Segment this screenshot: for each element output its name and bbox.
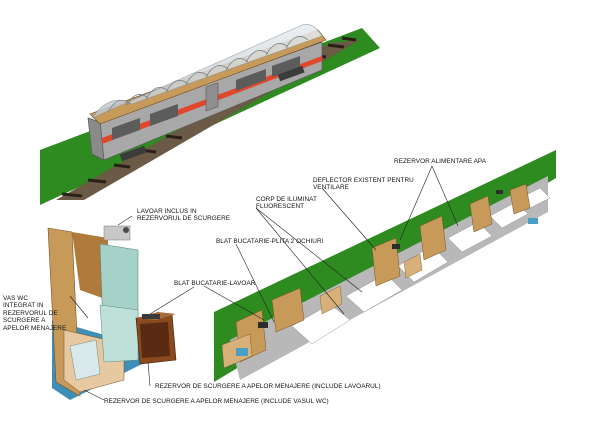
wheel-bogies bbox=[119, 65, 305, 162]
label-blat-lavoar: BLAT BUCATARIE-LAVOAR bbox=[174, 280, 256, 287]
interior-blue-tanks bbox=[236, 218, 538, 356]
car-windows bbox=[112, 56, 300, 140]
wood-panel-back bbox=[72, 232, 108, 300]
label-deflector: DEFLECTOR EXISTENT PENTRU VENTILARE bbox=[313, 177, 414, 192]
label-vas-wc: VAS WC INTEGRAT IN REZERVORUL DE SCURGER… bbox=[3, 295, 67, 332]
leader-lines bbox=[69, 165, 459, 401]
label-rezervor-apa: REZERVOR ALIMENTARE APA bbox=[394, 158, 487, 165]
interior-dark-windows bbox=[258, 190, 503, 328]
car-doors bbox=[205, 82, 219, 112]
glass-vault bbox=[91, 24, 323, 119]
label-lavoar: LAVOAR INCLUS IN REZERVORUL DE SCURGERE bbox=[137, 208, 231, 223]
railway-car-exterior-view bbox=[40, 24, 380, 205]
label-corp-iluminat: CORP DE ILUMINAT FLUORESCENT bbox=[256, 196, 317, 211]
label-blat-plita: BLAT BUCATARIE-PLITA 2 OCHIURI bbox=[216, 238, 324, 245]
wc-bowl bbox=[69, 339, 101, 381]
faucet bbox=[123, 227, 129, 233]
water-tank-lower bbox=[99, 304, 139, 363]
car-body-end bbox=[87, 117, 105, 161]
sink-on-cabinet bbox=[142, 314, 160, 319]
label-rezervor-wc: REZERVOR DE SCURGERE A APELOR MENAJERE (… bbox=[104, 398, 329, 405]
glass-ribs bbox=[107, 36, 309, 113]
interior-partitions bbox=[235, 183, 531, 363]
sanitary-module-detail bbox=[47, 225, 177, 400]
label-rezervor-lavoar: REZERVOR DE SCURGERE A APELOR MENAJERE (… bbox=[155, 383, 381, 390]
cabinet-front bbox=[140, 322, 170, 358]
railway-car-interior-view bbox=[214, 150, 556, 382]
